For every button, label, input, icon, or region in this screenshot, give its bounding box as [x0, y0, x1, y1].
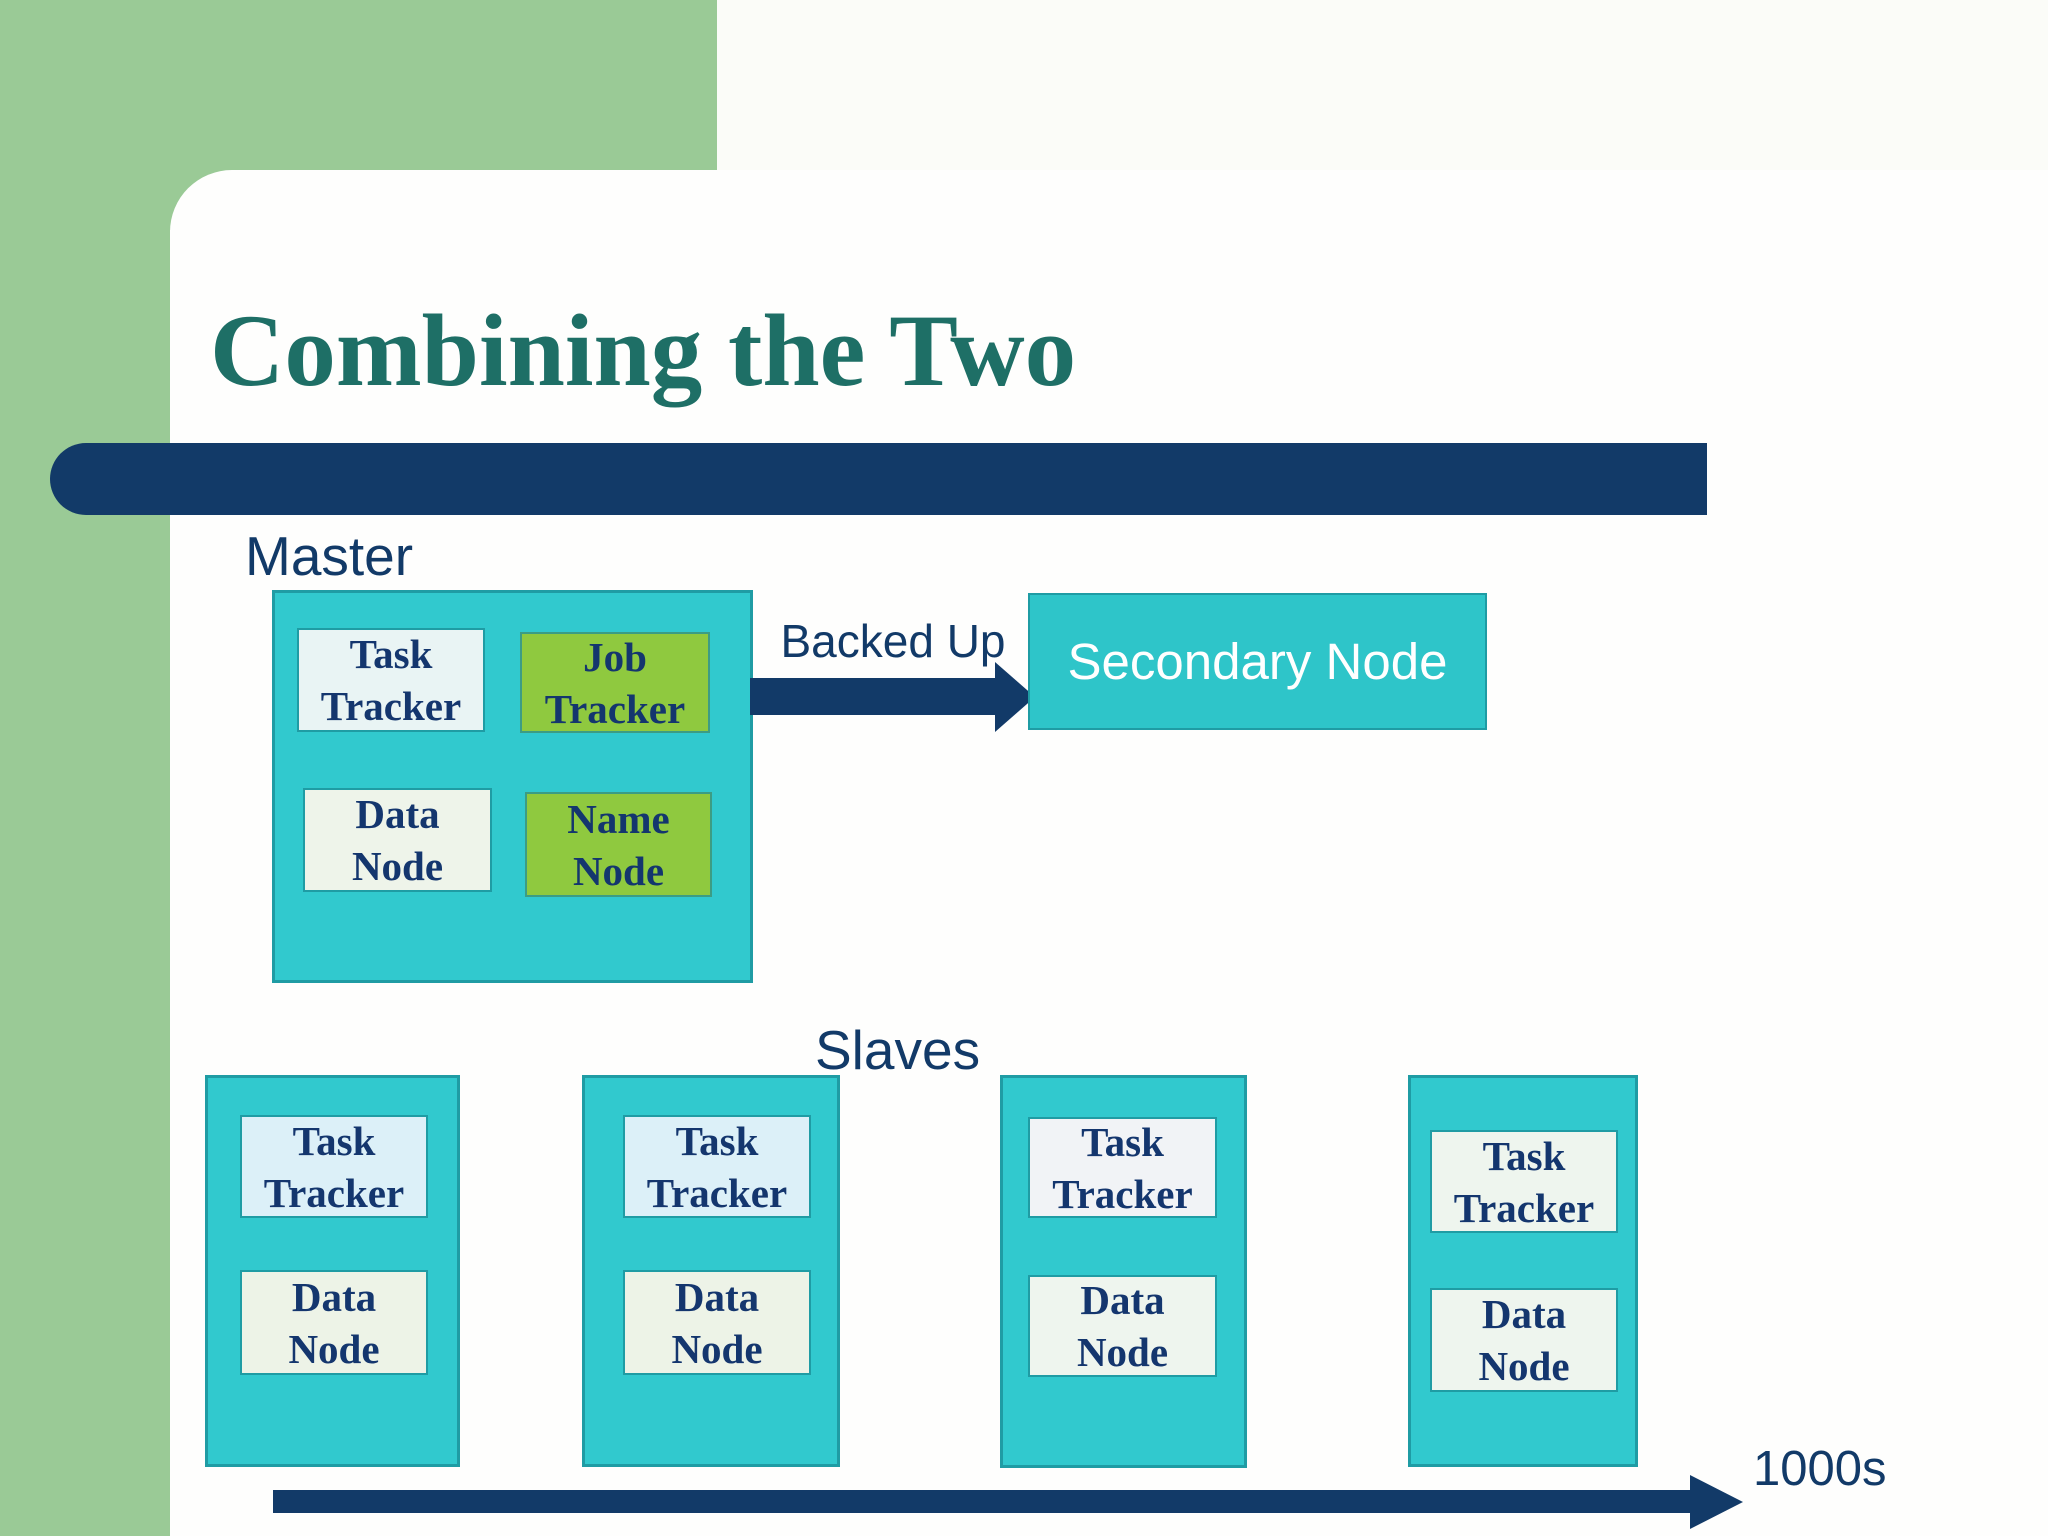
slave2-data-line2: Node: [671, 1325, 763, 1372]
master-data-node-line1: Data: [355, 791, 440, 837]
master-data-node-line2: Node: [351, 843, 444, 889]
slave3-data-line1: Data: [1080, 1277, 1165, 1323]
master-job-tracker-box: Job Tracker: [520, 632, 710, 733]
slave1-task-line1: Task: [292, 1117, 376, 1164]
backed-up-arrow-shaft: [750, 678, 995, 715]
master-name-node-box: Name Node: [525, 792, 712, 897]
slave2-data-line1: Data: [674, 1273, 760, 1320]
scale-arrow-shaft: [273, 1490, 1690, 1513]
slave4-data-node-box: Data Node: [1430, 1288, 1618, 1392]
slave3-task-line1: Task: [1081, 1118, 1164, 1165]
page-title: Combining the Two: [210, 294, 1077, 408]
slave1-task-tracker-box: Task Tracker: [240, 1115, 428, 1218]
green-side-column: [0, 0, 170, 1536]
secondary-node-label: Secondary Node: [1067, 633, 1448, 690]
slave3-task-line2: Tracker: [1052, 1170, 1193, 1217]
slave2-task-tracker-box: Task Tracker: [623, 1115, 811, 1218]
slave2-data-node-box: Data Node: [623, 1270, 811, 1375]
slave3-data-line2: Node: [1076, 1329, 1169, 1375]
slave2-task-line2: Tracker: [646, 1169, 788, 1216]
title-underline-bar: [50, 443, 1707, 515]
master-task-tracker-line1: Task: [349, 631, 433, 677]
master-data-node-box: Data Node: [303, 788, 492, 892]
slave4-task-line1: Task: [1482, 1132, 1566, 1179]
slave4-task-tracker-box: Task Tracker: [1430, 1130, 1618, 1233]
slave3-task-tracker-box: Task Tracker: [1028, 1117, 1217, 1218]
master-job-tracker-line2: Tracker: [544, 685, 686, 732]
slave1-data-line1: Data: [291, 1273, 377, 1320]
scale-arrow-head: [1690, 1475, 1743, 1529]
slave4-data-line1: Data: [1481, 1291, 1567, 1337]
slave4-task-line2: Tracker: [1453, 1184, 1595, 1231]
slave2-task-line1: Task: [675, 1117, 759, 1164]
master-job-tracker-line1: Job: [583, 633, 647, 680]
slaves-label: Slaves: [815, 1019, 981, 1081]
master-label: Master: [245, 525, 414, 587]
slave1-task-line2: Tracker: [263, 1169, 405, 1216]
slave4-data-line2: Node: [1478, 1343, 1570, 1389]
master-task-tracker-line2: Tracker: [320, 683, 462, 729]
thousands-label: 1000s: [1753, 1442, 1887, 1496]
secondary-node-box: Secondary Node: [1028, 593, 1487, 730]
slave1-data-node-box: Data Node: [240, 1270, 428, 1375]
backed-up-label: Backed Up: [780, 615, 1006, 667]
slave1-data-line2: Node: [288, 1325, 380, 1372]
master-name-node-line1: Name: [567, 795, 670, 842]
master-name-node-line2: Node: [572, 847, 665, 894]
slave3-data-node-box: Data Node: [1028, 1275, 1217, 1377]
master-task-tracker-box: Task Tracker: [297, 628, 485, 732]
